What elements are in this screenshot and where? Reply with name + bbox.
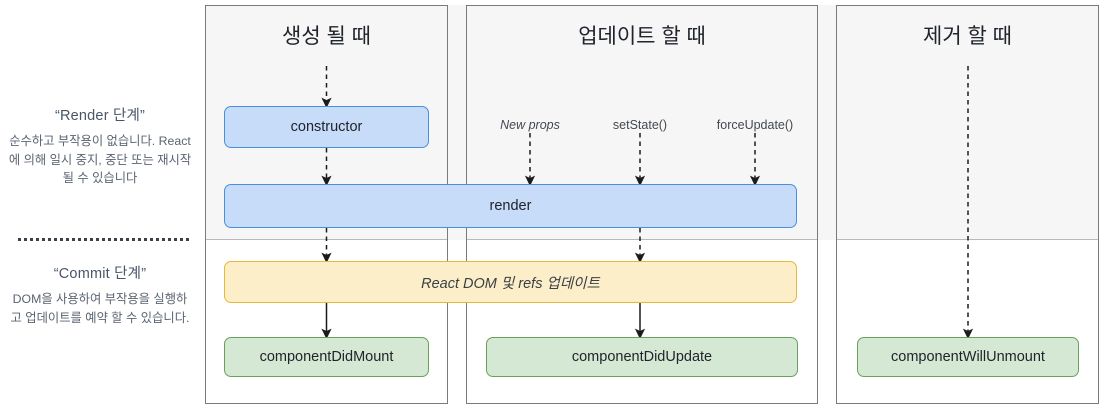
commit-phase-title: “Commit 단계” [53, 266, 147, 282]
commit-phase-legend: “Commit 단계” DOM을 사용하여 부작용을 실행하고 업데이트를 예약… [8, 262, 192, 327]
render-phase-description: 순수하고 부작용이 없습니다. React에 의해 일시 중지, 중단 또는 재… [8, 134, 192, 186]
render-phase-legend: “Render 단계” 순수하고 부작용이 없습니다. React에 의해 일시… [8, 104, 192, 188]
trigger-label-new-props: New props [500, 118, 560, 132]
lifecycle-node-render[interactable]: render [224, 184, 797, 228]
lifecycle-node-constructor[interactable]: constructor [224, 106, 429, 148]
phase-divider-dotted-line [18, 238, 189, 241]
lifecycle-node-component-will-unmount[interactable]: componentWillUnmount [857, 337, 1079, 377]
trigger-label-force-update: forceUpdate() [716, 118, 794, 132]
trigger-label-set-state: setState() [612, 118, 668, 132]
lifecycle-node-component-did-update[interactable]: componentDidUpdate [486, 337, 798, 377]
lifecycle-node-component-did-mount[interactable]: componentDidMount [224, 337, 429, 377]
column-updating-title: 업데이트 할 때 [578, 25, 706, 48]
lifecycle-node-react-dom-and-refs-update[interactable]: React DOM 및 refs 업데이트 [224, 261, 797, 303]
render-phase-title: “Render 단계” [54, 108, 146, 124]
phase-legend-panel: “Render 단계” 순수하고 부작용이 없습니다. React에 의해 일시… [0, 0, 200, 409]
column-mounting-title: 생성 될 때 [282, 25, 371, 48]
commit-phase-description: DOM을 사용하여 부작용을 실행하고 업데이트를 예약 할 수 있습니다. [10, 292, 190, 325]
column-unmounting-title: 제거 할 때 [923, 25, 1012, 48]
